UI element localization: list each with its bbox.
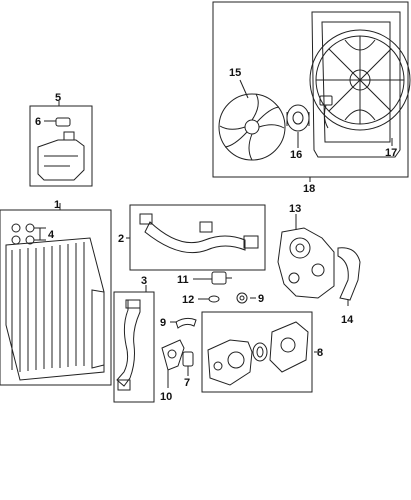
reservoir-cap bbox=[55, 117, 71, 127]
temp-sensor bbox=[211, 271, 232, 285]
callout-17: 17 bbox=[385, 147, 397, 159]
callout-9-left: 9 bbox=[160, 317, 166, 329]
hose-clamp-12 bbox=[208, 295, 220, 303]
callout-2: 2 bbox=[118, 233, 124, 245]
o-ring-9-left bbox=[175, 317, 197, 329]
callout-5: 5 bbox=[55, 92, 61, 104]
group-box-lower-hose bbox=[113, 291, 155, 403]
callout-9-right: 9 bbox=[258, 293, 264, 305]
callout-10: 10 bbox=[160, 391, 172, 403]
thermostat-housing bbox=[269, 321, 309, 373]
callout-11: 11 bbox=[177, 274, 189, 286]
callout-6: 6 bbox=[35, 116, 41, 128]
leader-lines bbox=[34, 79, 393, 388]
lower-hose bbox=[116, 299, 141, 391]
callout-15: 15 bbox=[229, 67, 241, 79]
thermostat-ring bbox=[252, 342, 268, 362]
group-box-radiator bbox=[0, 209, 112, 386]
callout-3: 3 bbox=[141, 275, 147, 287]
water-outlet-housing bbox=[207, 339, 253, 386]
callout-1: 1 bbox=[54, 199, 60, 211]
callout-4: 4 bbox=[48, 229, 55, 241]
upper-hose bbox=[139, 213, 259, 254]
callout-14: 14 bbox=[341, 314, 354, 326]
reservoir-tank bbox=[37, 131, 85, 181]
callout-labels: 1 2 3 4 5 6 7 8 9 9 10 11 12 13 14 15 16… bbox=[35, 67, 397, 403]
water-pump bbox=[277, 227, 335, 299]
radiator-fittings bbox=[11, 223, 35, 245]
bypass-fitting-7 bbox=[182, 351, 194, 367]
group-box-water-outlet bbox=[201, 311, 313, 393]
group-box-reservoir bbox=[29, 105, 93, 187]
callout-18: 18 bbox=[303, 183, 315, 195]
callout-8: 8 bbox=[317, 347, 323, 359]
fan-shroud bbox=[309, 11, 411, 158]
bypass-fitting-10 bbox=[161, 339, 185, 371]
fan-motor bbox=[286, 104, 310, 132]
callout-16: 16 bbox=[290, 149, 302, 161]
fan-connector bbox=[319, 95, 333, 129]
group-box-upper-hose bbox=[129, 204, 266, 271]
fan-blade bbox=[218, 93, 286, 161]
hose-clamp-9-right bbox=[236, 292, 248, 304]
radiator-core bbox=[5, 237, 105, 381]
callout-12: 12 bbox=[182, 294, 194, 306]
pump-gasket bbox=[337, 247, 361, 301]
callout-13: 13 bbox=[289, 203, 301, 215]
callout-7: 7 bbox=[184, 377, 190, 389]
